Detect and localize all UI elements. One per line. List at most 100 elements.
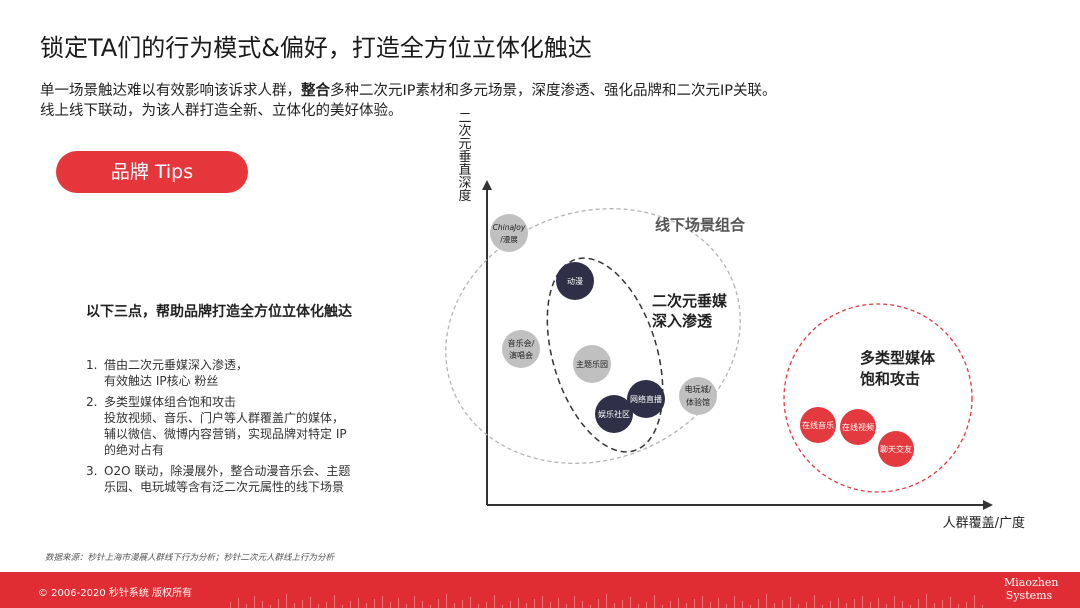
footer-tick [294,603,295,608]
footer-tick [638,604,639,608]
footer-tick [934,603,935,608]
list-number: 2. [86,394,98,409]
footer-tick [662,605,663,608]
vertical-media-ellipse [546,257,664,453]
data-source-note: 数据来源：秒针上海市漫展人群线下行为分析；秒针二次元人群线上行为分析 [45,553,335,563]
group-label-offline: 线下场景组合 [655,216,746,234]
footer-tick [910,605,911,608]
node-chat: 聊天交友 [878,431,914,467]
node-anime: 动漫 [556,262,594,300]
node-livestream: 网络直播 [627,380,665,418]
footer-tick [798,604,799,608]
footer-tick [438,599,439,608]
footer-tick [726,604,727,608]
footer-tick [254,596,255,608]
node-label: 网络直播 [630,394,662,404]
footer-tick [670,601,671,608]
footer-tick [566,604,567,608]
tips-lead: 以下三点，帮助品牌打造全方位立体化触达 [86,304,352,320]
node-online-music: 在线音乐 [800,407,836,443]
list-item: 1. 借由二次元垂媒深入渗透， 有效触达 IP核心 粉丝 [86,357,386,390]
node-label: 体验馆 [686,397,710,407]
footer-tick [654,595,655,608]
footer-tick [718,598,719,608]
subtitle-line-1: 单一场景触达难以有效影响该诉求人群，整合多种二次元IP素材和多元场景，深度渗透、… [40,79,777,100]
footer-decoration [230,590,990,608]
footer-tick [590,605,591,608]
footer-bar: © 2006-2020 秒针系统 版权所有 Miaozhen Systems [0,572,1080,608]
footer-tick [878,598,879,608]
footer-tick [358,598,359,608]
footer-tick [790,597,791,608]
node-label: 电玩城/ [685,384,712,394]
footer-tick [902,601,903,608]
footer-tick [534,599,535,608]
node-community: 娱乐社区 [595,395,633,433]
brand-line: Miaozhen [1004,576,1059,589]
list-item: 3. O2O 联动，除漫展外，整合动漫音乐会、主题 乐园、电玩城等含有泛二次元属… [86,463,386,496]
footer-tick [678,598,679,608]
footer-tick [406,604,407,608]
list-number: 1. [86,358,98,372]
tips-list: 1. 借由二次元垂媒深入渗透， 有效触达 IP核心 粉丝 2. 多类型媒体组合饱… [86,357,386,495]
footer-tick [734,596,735,608]
list-line: 辅以微信、微博内容营销，实现品牌对特定 IP [104,427,347,442]
node-label: /漫展 [500,234,518,244]
footer-tick [806,602,807,608]
footer-tick [470,597,471,608]
footer-tick [270,605,271,608]
footer-tick [582,601,583,608]
footer-tick [494,595,495,608]
footer-tick [918,599,919,608]
footer-tick [478,604,479,608]
footer-tick [694,599,695,608]
y-axis-label: 二次元垂直深度 [456,111,472,202]
footer-tick [350,601,351,608]
footer-tick [750,605,751,608]
footer-tick [326,602,327,608]
footer-tick [430,605,431,608]
footer-tick [542,596,543,608]
footer-tick [374,599,375,608]
footer-tick [606,594,607,608]
node-label: 演唱会 [509,350,533,360]
footer-tick [518,598,519,608]
x-axis-label: 人群覆盖/广度 [943,515,1025,531]
node-themepark: 主题乐园 [573,345,611,383]
footer-tick [886,604,887,608]
footer-tick [846,603,847,608]
footer-tick [686,603,687,608]
footer-tick [246,604,247,608]
footer-tick [454,603,455,608]
footer-tick [942,600,943,608]
footer-tick [462,600,463,608]
footer-tick [526,603,527,608]
footer-tick [622,600,623,608]
footer-tick [334,595,335,608]
footer-tick [982,605,983,608]
footer-tick [318,604,319,608]
group-label-multi: 多类型媒体 [860,349,936,367]
brand-line: Systems [1005,589,1053,602]
footer-tick [366,603,367,608]
node-label: ChinaJoy [493,223,526,232]
list-number: 3. [86,463,98,478]
group-label-multi: 饱和攻击 [860,370,920,388]
footer-tick [502,605,503,608]
footer-tick [342,605,343,608]
node-label: 聊天交友 [880,444,912,454]
footer-tick [646,602,647,608]
footer-tick [926,594,927,608]
subtitle-emphasis: 整合 [301,83,330,99]
list-line: O2O 联动，除漫展外，整合动漫音乐会、主题 [104,463,351,478]
footer-tick [974,595,975,608]
footer-tick [950,597,951,608]
footer-tick [742,601,743,608]
footer-tick [966,602,967,608]
node-label: 在线音乐 [802,420,834,430]
footer-tick [238,598,239,608]
group-label-vertical: 二次元垂媒 [652,292,728,310]
footer-tick [758,599,759,608]
footer-tick [302,600,303,608]
tips-badge: 品牌 Tips [56,151,248,193]
